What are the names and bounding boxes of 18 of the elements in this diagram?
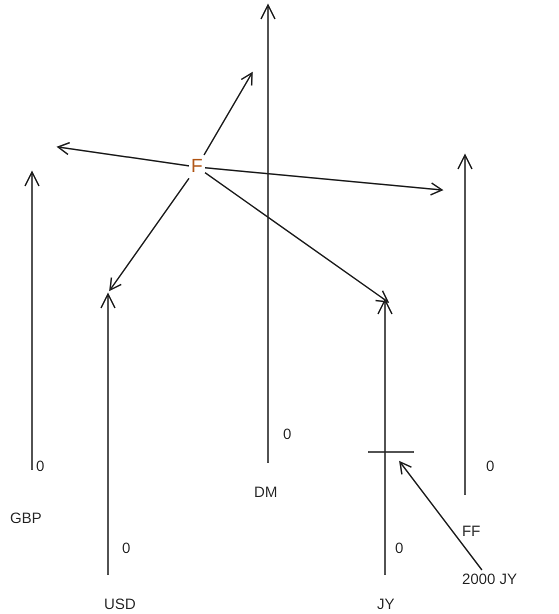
axis-label: USD [104, 596, 136, 614]
node-label: F [191, 156, 203, 178]
arrow [204, 172, 389, 303]
axis-label: DM [254, 484, 278, 502]
axis-label: 0 [36, 458, 44, 476]
axis-label: 0 [122, 540, 130, 558]
axis-label: 0 [283, 426, 292, 444]
annotation-label: 2000 JY [462, 571, 518, 589]
axis-label: 0 [395, 540, 404, 558]
axis-label: JY [377, 596, 395, 614]
arrow [204, 167, 443, 196]
arrow [203, 72, 253, 156]
arrow [109, 178, 190, 291]
arrow [57, 142, 190, 167]
axis-label: 0 [486, 458, 494, 476]
axis-label: FF [462, 523, 480, 541]
axis-label: GBP [10, 510, 42, 528]
leader-arrow [399, 461, 483, 570]
